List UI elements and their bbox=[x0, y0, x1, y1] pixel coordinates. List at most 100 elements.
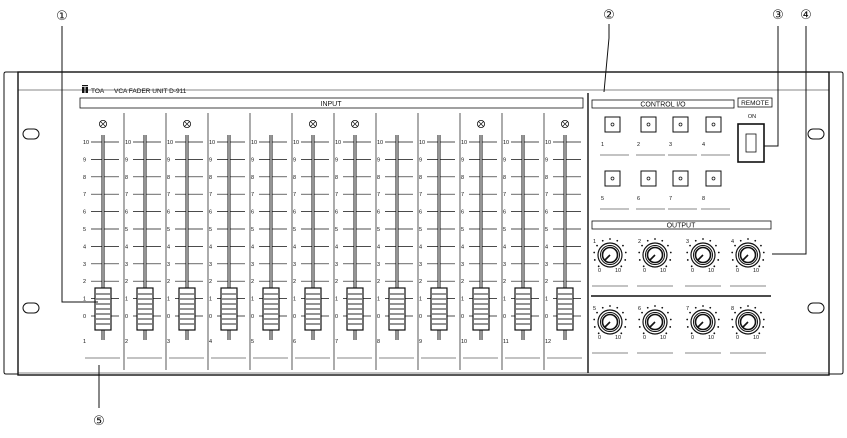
scale-label: 6 bbox=[167, 210, 170, 216]
knob-scale-dot bbox=[702, 305, 704, 307]
scale-label: 8 bbox=[377, 175, 380, 181]
knob-scale-dot bbox=[624, 259, 627, 261]
scale-label: 5 bbox=[419, 227, 422, 233]
knob-pointer bbox=[603, 321, 611, 329]
scale-label: 6 bbox=[293, 210, 296, 216]
knob-scale-dot bbox=[686, 251, 689, 254]
knob-pointer bbox=[741, 254, 749, 262]
channel-number: 8 bbox=[377, 339, 380, 345]
channel-number: 4 bbox=[209, 339, 212, 345]
knob-scale-dot bbox=[667, 311, 669, 314]
channel-number: 3 bbox=[167, 339, 170, 345]
remote-switch-lever[interactable] bbox=[745, 133, 757, 153]
scale-label: 6 bbox=[83, 210, 86, 216]
knob-scale-dot bbox=[646, 239, 649, 242]
control-io-header: CONTROL I/O bbox=[591, 99, 735, 109]
scale-label: 5 bbox=[293, 227, 296, 233]
scale-label: 1 bbox=[419, 297, 422, 303]
scale-label: 2 bbox=[125, 279, 128, 285]
scale-label: 0 bbox=[251, 314, 254, 320]
knob-scale-dot bbox=[709, 306, 712, 309]
knob-scale-dot bbox=[601, 306, 604, 309]
scale-label: 1 bbox=[293, 297, 296, 303]
input-channel-strips: 1098765432101109876543210210987654321031… bbox=[83, 113, 582, 370]
knob-scale-dot bbox=[669, 251, 672, 254]
knob-scale-dot bbox=[762, 326, 765, 328]
knob-scale-dot bbox=[665, 332, 668, 335]
knob-scale-dot bbox=[686, 318, 689, 321]
knob-scale-dot bbox=[686, 326, 689, 328]
scale-label: 3 bbox=[293, 262, 296, 268]
rack-chassis bbox=[3, 71, 844, 376]
led-indicator-icon bbox=[646, 176, 651, 181]
scale-label: 5 bbox=[545, 227, 548, 233]
scale-label: 5 bbox=[503, 227, 506, 233]
knob-scale-dot bbox=[638, 259, 641, 261]
output-knob-number: 5 bbox=[593, 306, 596, 312]
led-indicator-icon bbox=[678, 176, 683, 181]
channel-number: 2 bbox=[125, 339, 128, 345]
brand-label: TOA bbox=[91, 88, 105, 95]
knob-scale-dot bbox=[690, 265, 693, 268]
scale-label: 9 bbox=[377, 157, 380, 163]
knob-min-label: 0 bbox=[736, 335, 739, 341]
output-knob-number: 3 bbox=[686, 239, 689, 245]
knob-min-label: 0 bbox=[691, 268, 694, 274]
knob-scale-dot bbox=[646, 306, 649, 309]
scale-label: 3 bbox=[83, 262, 86, 268]
scale-label: 8 bbox=[461, 175, 464, 181]
scale-label: 10 bbox=[83, 140, 89, 146]
scale-label: 8 bbox=[209, 175, 212, 181]
channel-number: 6 bbox=[293, 339, 296, 345]
knob-scale-dot bbox=[593, 259, 596, 261]
channel-number: 7 bbox=[335, 339, 338, 345]
knob-scale-dot bbox=[596, 244, 598, 247]
channel-number: 1 bbox=[83, 339, 86, 345]
scale-label: 5 bbox=[83, 227, 86, 233]
output-knob-number: 2 bbox=[638, 239, 641, 245]
scale-label: 10 bbox=[377, 140, 383, 146]
control-io-number: 5 bbox=[601, 196, 604, 202]
scale-label: 3 bbox=[545, 262, 548, 268]
channel-number: 5 bbox=[251, 339, 254, 345]
scale-label: 5 bbox=[461, 227, 464, 233]
knob-scale-dot bbox=[731, 259, 734, 261]
callout-3: ③ bbox=[772, 8, 784, 23]
scale-label: 3 bbox=[377, 262, 380, 268]
output-section-label: OUTPUT bbox=[667, 223, 697, 230]
scale-label: 10 bbox=[545, 140, 551, 146]
scale-label: 9 bbox=[335, 157, 338, 163]
control-io-number: 7 bbox=[669, 196, 672, 202]
control-io-number: 4 bbox=[702, 142, 705, 148]
scale-label: 6 bbox=[545, 210, 548, 216]
scale-label: 3 bbox=[335, 262, 338, 268]
control-io-label: CONTROL I/O bbox=[640, 102, 686, 109]
knob-scale-dot bbox=[760, 244, 762, 247]
knob-scale-dot bbox=[665, 265, 668, 268]
led-indicator-icon bbox=[610, 122, 615, 127]
scale-label: 9 bbox=[419, 157, 422, 163]
scale-label: 6 bbox=[251, 210, 254, 216]
scale-label: 7 bbox=[377, 192, 380, 198]
scale-label: 1 bbox=[251, 297, 254, 303]
toa-logo-icon bbox=[82, 85, 88, 93]
knob-max-label: 10 bbox=[708, 335, 714, 341]
scale-label: 9 bbox=[545, 157, 548, 163]
scale-label: 10 bbox=[419, 140, 425, 146]
knob-scale-dot bbox=[739, 306, 742, 309]
scale-label: 3 bbox=[125, 262, 128, 268]
callout-2-leader bbox=[603, 24, 610, 93]
scale-label: 8 bbox=[167, 175, 170, 181]
knob-scale-dot bbox=[616, 239, 619, 242]
scale-label: 4 bbox=[461, 244, 464, 250]
